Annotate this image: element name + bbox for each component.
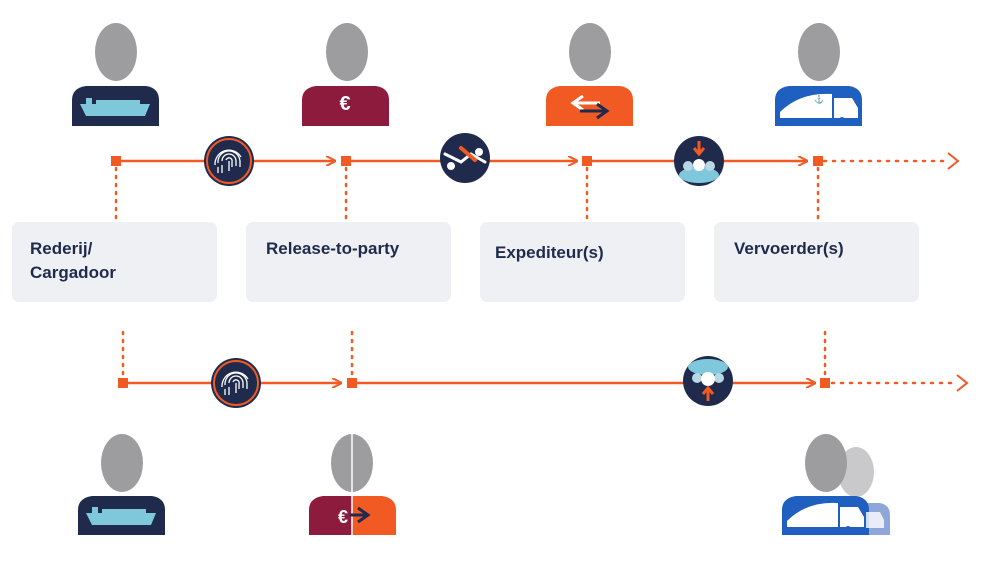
bottom-node-3 bbox=[820, 378, 830, 388]
top-node-3 bbox=[582, 156, 592, 166]
role-box-vervoerder bbox=[714, 222, 919, 302]
role-label-rederij-line1: Rederij/ bbox=[30, 239, 93, 258]
handshake-icon bbox=[440, 133, 490, 183]
svg-text:⚓: ⚓ bbox=[814, 94, 824, 104]
role-box-release bbox=[246, 222, 451, 302]
euro-person-icon: € bbox=[302, 23, 389, 126]
bottom-nodes bbox=[118, 378, 830, 388]
role-label-expediteur: Expediteur(s) bbox=[495, 243, 604, 262]
top-nodes bbox=[111, 156, 823, 166]
truck-person-icon: ⚓ bbox=[775, 23, 862, 126]
svg-text:€: € bbox=[338, 507, 348, 527]
fingerprint-icon-bottom bbox=[211, 358, 261, 408]
arrows-person-icon bbox=[546, 23, 633, 126]
role-box-rederij bbox=[12, 222, 217, 302]
fingerprint-icon bbox=[204, 136, 254, 186]
ship-person-icon-bottom bbox=[78, 434, 165, 535]
role-label-rederij: Rederij/ Cargadoor bbox=[30, 237, 116, 285]
top-node-1 bbox=[111, 156, 121, 166]
svg-text:€: € bbox=[339, 93, 350, 115]
euro-arrow-person-icon: € bbox=[309, 434, 396, 535]
top-end-arrow bbox=[947, 152, 960, 170]
role-label-rederij-line2: Cargadoor bbox=[30, 263, 116, 282]
bottom-node-2 bbox=[347, 378, 357, 388]
group-up-arrow-icon bbox=[683, 356, 733, 406]
bottom-node-1 bbox=[118, 378, 128, 388]
role-box-expediteur bbox=[480, 222, 685, 302]
role-label-vervoerder: Vervoerder(s) bbox=[734, 239, 844, 258]
bottom-end-arrow bbox=[956, 374, 969, 392]
top-node-2 bbox=[341, 156, 351, 166]
truck-group-person-icon bbox=[782, 434, 890, 535]
group-down-arrow-icon bbox=[674, 136, 724, 186]
role-label-release: Release-to-party bbox=[266, 239, 400, 258]
top-node-4 bbox=[813, 156, 823, 166]
ship-person-icon bbox=[72, 23, 159, 126]
